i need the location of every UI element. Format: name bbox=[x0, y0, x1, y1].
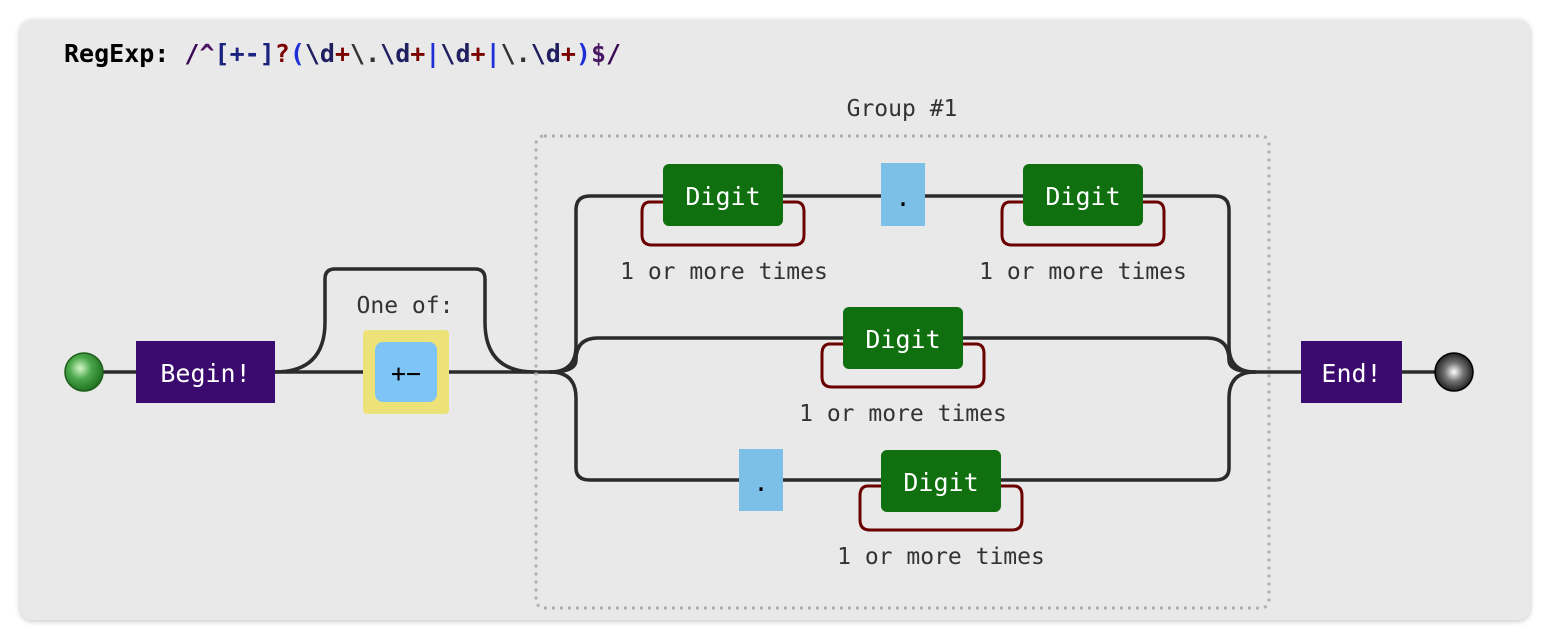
digit-label-2: Digit bbox=[1045, 182, 1120, 211]
repeat-label-2: 1 or more times bbox=[979, 259, 1187, 285]
repeat-label-3: 1 or more times bbox=[799, 401, 1007, 427]
regexp-pattern: /^[+-]?(\d+\.\d+|\d+|\.\d+)$/ bbox=[169, 39, 621, 68]
end-label: End! bbox=[1321, 359, 1381, 388]
regexp-token-quant: + bbox=[334, 39, 351, 68]
rail-optional-skip bbox=[273, 267, 537, 374]
regexp-token-slash: / bbox=[169, 39, 200, 68]
rail-lines bbox=[78, 194, 1436, 482]
regexp-token-group: ) bbox=[575, 39, 591, 68]
digit-box-4 bbox=[881, 450, 1001, 512]
regexp-token-quant: + bbox=[470, 39, 486, 68]
begin-box bbox=[136, 341, 275, 403]
charset-item-box bbox=[375, 342, 437, 402]
digit-label-1: Digit bbox=[685, 182, 760, 211]
repeat-loop-4 bbox=[858, 484, 1024, 532]
begin-label: Begin! bbox=[160, 359, 250, 388]
regexp-token-alt: | bbox=[485, 39, 501, 68]
regexp-token-lit: \. bbox=[500, 39, 531, 68]
regexp-token-slash: / bbox=[606, 39, 622, 68]
repeat-loop-1 bbox=[640, 200, 806, 247]
dot-box-2 bbox=[739, 449, 783, 511]
group-label: Group #1 bbox=[847, 96, 958, 122]
digit-box-2 bbox=[1023, 164, 1143, 226]
regexp-token-esc: \d bbox=[380, 39, 411, 68]
branch-1: Digit 1 or more times . Digit 1 or more … bbox=[620, 163, 1187, 285]
branch-3: . Digit 1 or more times bbox=[739, 449, 1045, 570]
branch-2: Digit 1 or more times bbox=[799, 307, 1007, 427]
repeat-label-1: 1 or more times bbox=[620, 259, 828, 285]
start-node bbox=[64, 352, 104, 392]
end-node bbox=[1434, 352, 1474, 392]
regexp-token-anchor: $ bbox=[590, 39, 607, 68]
regexp-token-alt: | bbox=[425, 39, 441, 68]
digit-label-4: Digit bbox=[903, 468, 978, 497]
rail-branch-2-left bbox=[548, 336, 845, 374]
dot-label-2: . bbox=[753, 468, 768, 497]
regexp-token-class: [+-] bbox=[214, 39, 275, 68]
rail-branch-2-right bbox=[961, 336, 1257, 374]
end-box bbox=[1301, 341, 1402, 403]
dot-box-1 bbox=[881, 163, 925, 226]
regexp-token-anchor: ^ bbox=[199, 39, 215, 68]
regexp-token-lit: \. bbox=[350, 39, 381, 68]
charset-label: +− bbox=[391, 359, 421, 388]
digit-box-1 bbox=[663, 164, 783, 226]
regexp-token-quant: ? bbox=[274, 39, 290, 68]
regexp-token-esc: \d bbox=[304, 39, 335, 68]
repeat-label-4: 1 or more times bbox=[837, 544, 1045, 570]
regexp-token-quant: + bbox=[410, 39, 426, 68]
regexp-token-esc: \d bbox=[530, 39, 561, 68]
one-of-label: One of: bbox=[357, 293, 454, 319]
railroad-diagram: Group #1 Begin! One of: +− Digit 1 or mo… bbox=[64, 96, 1474, 610]
digit-label-3: Digit bbox=[865, 325, 940, 354]
regexp-token-esc: \d bbox=[440, 39, 471, 68]
regexp-diagram-panel: RegExp: /^[+-]?(\d+\.\d+|\d+|\.\d+)$/ bbox=[20, 20, 1530, 620]
regexp-token-quant: + bbox=[560, 39, 576, 68]
repeat-loop-3 bbox=[820, 342, 986, 389]
rail-branch-3-left bbox=[548, 370, 741, 482]
repeat-loop-2 bbox=[1000, 200, 1166, 247]
regexp-title: RegExp: /^[+-]?(\d+\.\d+|\d+|\.\d+)$/ bbox=[64, 40, 621, 68]
rail-branch-3-right bbox=[999, 370, 1257, 482]
dot-label-1: . bbox=[895, 183, 910, 212]
digit-box-3 bbox=[843, 307, 963, 369]
regexp-label: RegExp: bbox=[64, 39, 170, 68]
regexp-token-group: ( bbox=[289, 39, 305, 68]
